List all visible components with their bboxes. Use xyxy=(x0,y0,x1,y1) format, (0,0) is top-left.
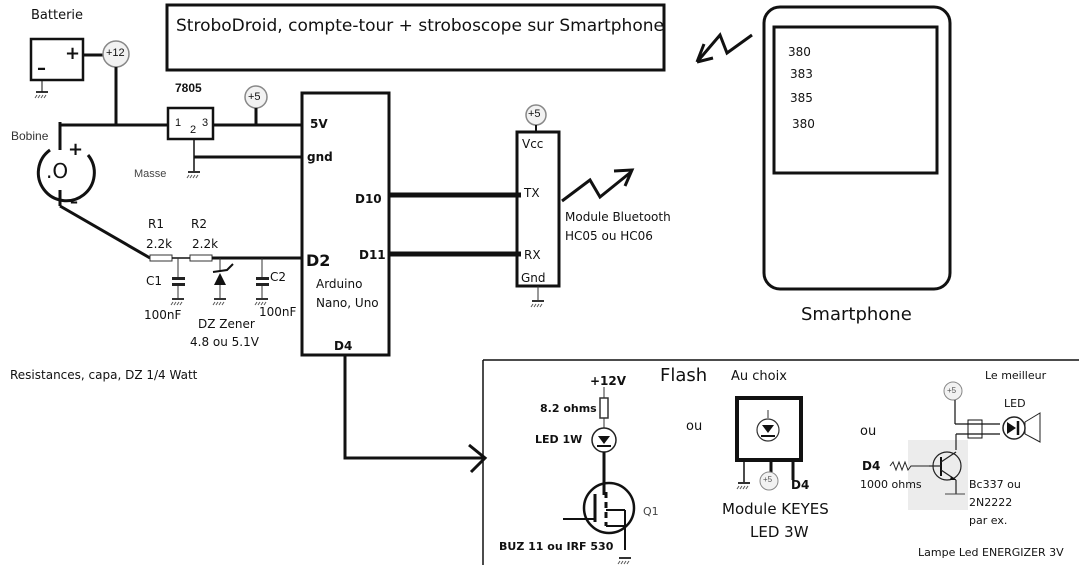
c2-name: C2 xyxy=(270,270,287,284)
opt3-transistor-line1: Bc337 ou xyxy=(969,478,1021,491)
bluetooth-module xyxy=(515,104,635,308)
arduino-pin-5v: 5V xyxy=(310,117,328,131)
opt3-pin: D4 xyxy=(862,459,881,473)
bt-label-line2: HC05 ou HC06 xyxy=(565,229,653,243)
bt-pin-tx: TX xyxy=(524,186,540,200)
phone-reading-1: 380 xyxy=(788,45,811,59)
wireless-signal-arrow xyxy=(695,32,753,64)
opt2-label-line2: LED 3W xyxy=(750,523,809,541)
coil-plus: + xyxy=(68,139,84,160)
r1-value: 2.2k xyxy=(146,237,173,251)
arduino-name-line1: Arduino xyxy=(316,277,363,291)
opt1-supply: +12V xyxy=(590,374,627,388)
flash-option-transistor xyxy=(889,381,1041,510)
r2-value: 2.2k xyxy=(192,237,219,251)
ground-label: Masse xyxy=(134,168,167,180)
bt-label-line1: Module Bluetooth xyxy=(565,210,671,224)
arduino-box xyxy=(300,91,391,357)
flash-heading: Flash xyxy=(660,365,708,386)
input-filter xyxy=(149,254,302,306)
opt1-resistor: 8.2 ohms xyxy=(540,402,597,415)
coil-minus: – xyxy=(70,192,78,211)
zener-name: DZ Zener xyxy=(198,317,255,331)
supply-5v-label: +5 xyxy=(248,91,261,103)
opt3-transistor-line3: par ex. xyxy=(969,514,1008,527)
flash-choice-label: Au choix xyxy=(731,369,787,384)
battery-plus: + xyxy=(65,43,81,64)
arduino-pin-d4: D4 xyxy=(334,339,353,353)
flash-panel xyxy=(482,359,1079,565)
opt3-heading: Le meilleur xyxy=(985,369,1047,382)
opt2-label-line1: Module KEYES xyxy=(722,500,829,518)
opt1-transistor: BUZ 11 ou IRF 530 xyxy=(499,540,614,553)
zener-value: 4.8 ou 5.1V xyxy=(190,335,259,349)
page-title: StroboDroid, compte-tour + stroboscope s… xyxy=(176,16,664,36)
r1-name: R1 xyxy=(148,217,164,231)
flash-option-keyes xyxy=(735,396,803,491)
arduino-pin-gnd: gnd xyxy=(307,150,333,164)
title-box xyxy=(165,3,666,72)
opt3-led: LED xyxy=(1004,397,1026,410)
flash-or-1: ou xyxy=(686,419,703,434)
battery-symbol xyxy=(29,37,103,99)
opt3-supply: +5 xyxy=(947,386,957,395)
regulator-label: 7805 xyxy=(175,81,202,95)
arduino-pin-d2: D2 xyxy=(306,251,331,270)
opt1-transistor-ref: Q1 xyxy=(643,505,659,518)
phone-reading-2: 383 xyxy=(790,67,813,81)
r2-name: R2 xyxy=(191,217,207,231)
opt2-pin: D4 xyxy=(791,478,810,492)
c1-name: C1 xyxy=(146,274,163,288)
opt3-transistor-line2: 2N2222 xyxy=(969,496,1013,509)
smartphone xyxy=(762,5,952,291)
arduino-pin-d11: D11 xyxy=(359,248,386,262)
arduino-name-line2: Nano, Uno xyxy=(316,296,379,310)
phone-reading-3: 385 xyxy=(790,91,813,105)
component-rating-note: Resistances, capa, DZ 1/4 Watt xyxy=(10,368,198,382)
battery-label: Batterie xyxy=(31,8,84,23)
arduino-pin-d10: D10 xyxy=(355,192,382,206)
bt-pin-gnd: Gnd xyxy=(521,271,546,285)
regulator-pin-2: 2 xyxy=(190,124,197,136)
supply-12v-label: +12 xyxy=(106,47,125,59)
battery-minus: – xyxy=(37,58,46,79)
opt1-led: LED 1W xyxy=(535,433,583,446)
bt-supply-label: +5 xyxy=(528,108,541,120)
phone-reading-4: 380 xyxy=(792,117,815,131)
coil-label: Bobine xyxy=(11,129,49,143)
opt3-lamp: Lampe Led ENERGIZER 3V xyxy=(918,546,1064,559)
flash-or-2: ou xyxy=(860,424,877,439)
c2-value: 100nF xyxy=(259,305,297,319)
opt2-supply: +5 xyxy=(763,475,773,484)
bt-pin-rx: RX xyxy=(524,248,541,262)
regulator-pin-1: 1 xyxy=(175,117,182,129)
flash-option-mosfet xyxy=(563,387,636,565)
c1-value: 100nF xyxy=(144,308,182,322)
regulator-pin-3: 3 xyxy=(202,117,209,129)
ignition-coil xyxy=(36,148,96,206)
coil-center: .O xyxy=(46,159,69,183)
smartphone-label: Smartphone xyxy=(801,304,912,325)
bt-pin-vcc: Vcc xyxy=(522,137,544,151)
opt3-resistor: 1000 ohms xyxy=(860,478,922,491)
